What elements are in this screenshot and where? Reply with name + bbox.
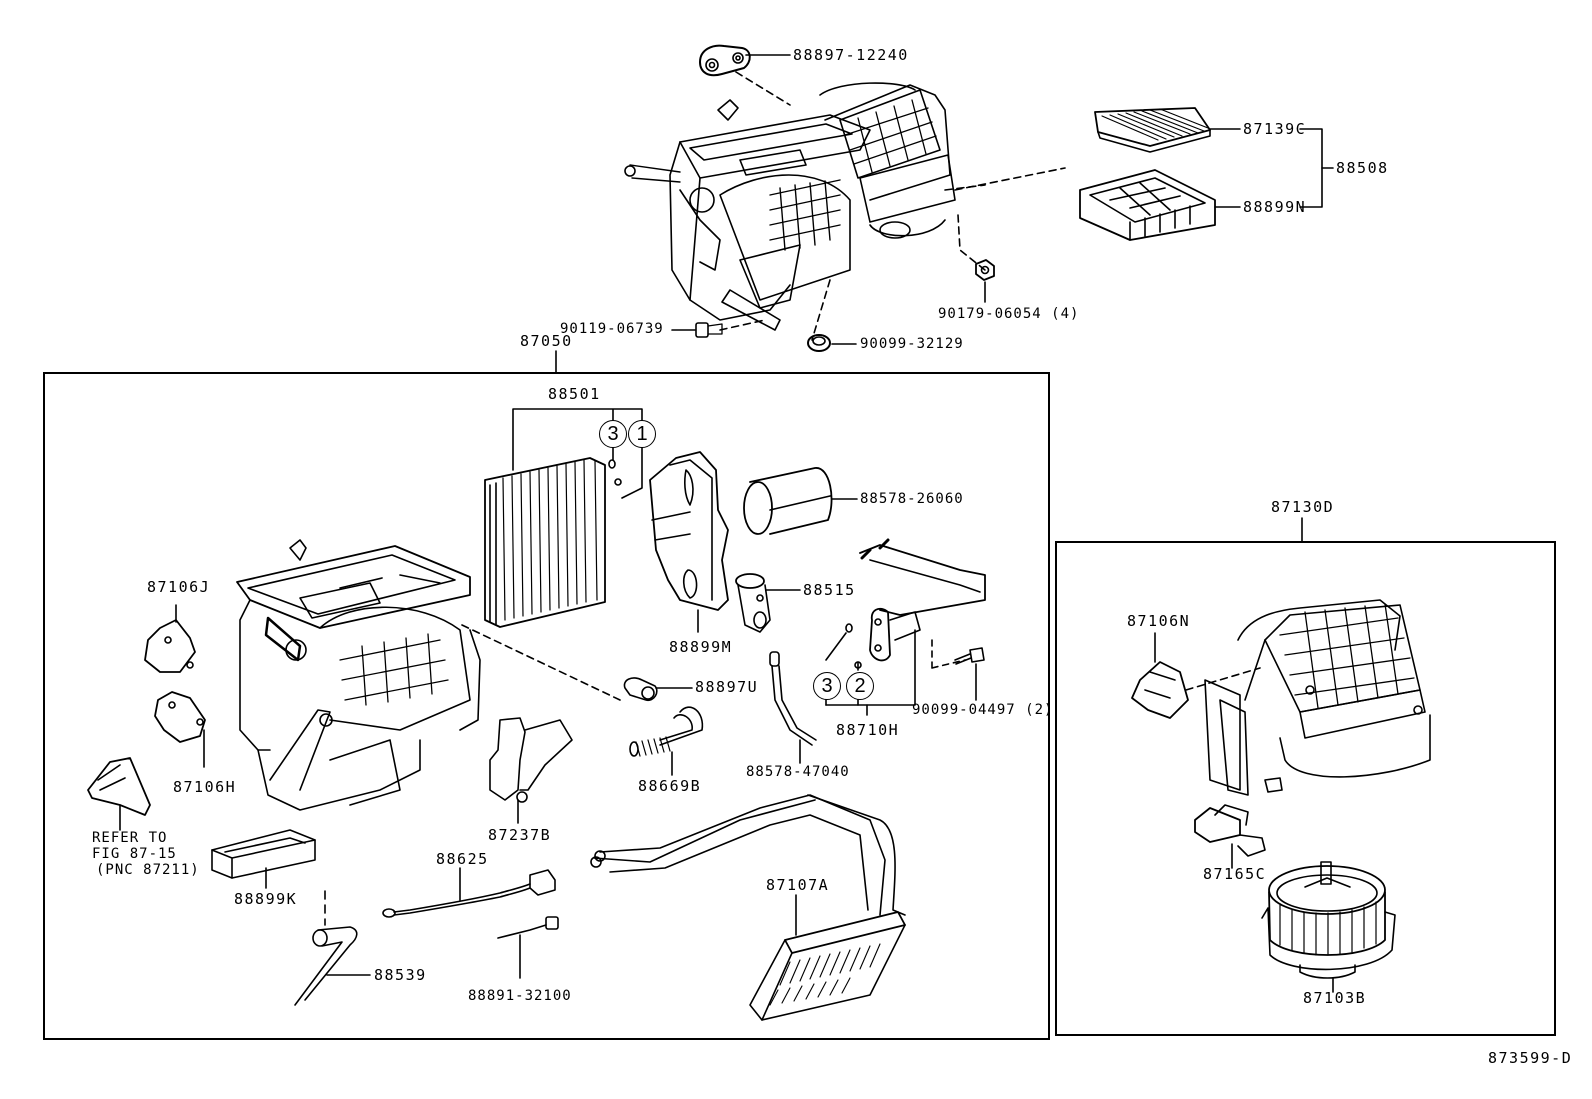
heater-core-87107a-part	[590, 794, 906, 1021]
sensor-88891-32100-part	[497, 916, 559, 939]
label-87165c: 87165C	[1203, 865, 1267, 883]
label-88710h: 88710H	[836, 721, 900, 739]
figure-code: 873599-D	[1488, 1049, 1573, 1067]
label-88625: 88625	[436, 850, 489, 868]
label-88508: 88508	[1336, 159, 1389, 177]
main-assembly-box-87050	[43, 372, 1050, 1040]
case-88899m-part	[649, 451, 729, 611]
label-87130d-assembly: 87130D	[1271, 498, 1335, 516]
label-pnc-87211: (PNC 87211)	[96, 862, 200, 878]
filter-87139c-part	[1094, 107, 1211, 153]
bracket-88508-line	[1299, 128, 1334, 208]
duct-88539-part	[294, 890, 358, 1006]
filter-88899k-part	[211, 829, 316, 879]
label-87106j: 87106J	[147, 578, 211, 596]
insulator-88578-26060-part	[743, 467, 833, 535]
label-88669b: 88669B	[638, 777, 702, 795]
blower-motor-87103b-part	[1261, 861, 1396, 979]
label-87237b: 87237B	[488, 826, 552, 844]
label-90099-04497: 90099-04497 (2)	[912, 702, 1054, 718]
top-hvac-unit-drawing	[624, 44, 1066, 352]
label-87139c: 87139C	[1243, 120, 1307, 138]
actuator-87106j-part	[144, 619, 196, 673]
actuator-87106h-part	[154, 691, 206, 743]
label-88578-26060: 88578-26060	[860, 491, 964, 507]
filter-case-88899n-part	[1079, 169, 1216, 241]
callout-3-evaporator: 3	[599, 420, 627, 448]
callout-3-pipe: 3	[813, 672, 841, 700]
clamp-88897u-part	[623, 677, 658, 702]
grommet-88897-12240-part	[699, 44, 751, 77]
label-88897u: 88897U	[695, 678, 759, 696]
sensor-88625-part	[382, 869, 556, 918]
label-90099-32129: 90099-32129	[860, 336, 964, 352]
label-refer-to: REFER TO	[92, 830, 168, 846]
bracket-87237b-part	[489, 717, 573, 803]
label-88501: 88501	[548, 385, 601, 403]
pipe-88710h-part	[825, 538, 986, 716]
label-88578-47040: 88578-47040	[746, 764, 850, 780]
label-90179-06054: 90179-06054 (4)	[938, 306, 1080, 322]
drain-hose-88669b-part	[629, 706, 704, 757]
resistor-87165c-part	[1194, 804, 1266, 857]
hvac-case-main-drawing	[236, 539, 481, 811]
label-88897-12240: 88897-12240	[793, 46, 909, 64]
callout-1-evaporator: 1	[628, 420, 656, 448]
bolt-90099-04497-part	[954, 647, 985, 665]
hose-88578-47040-part	[769, 651, 817, 746]
valve-88515-part	[735, 573, 771, 633]
label-87107a: 87107A	[766, 876, 830, 894]
label-88891-32100: 88891-32100	[468, 988, 572, 1004]
nut-90099-32129-part	[807, 334, 831, 352]
evaporator-88501-part	[484, 408, 643, 628]
label-88515: 88515	[803, 581, 856, 599]
nut-90179-06054-part	[975, 259, 995, 281]
label-88539: 88539	[374, 966, 427, 984]
label-87050-assembly: 87050	[520, 332, 573, 350]
label-87103b: 87103B	[1303, 989, 1367, 1007]
blower-case-drawing	[1204, 599, 1431, 796]
label-88899n: 88899N	[1243, 198, 1307, 216]
callout-2-pipe: 2	[846, 672, 874, 700]
label-87106h: 87106H	[173, 778, 237, 796]
actuator-87106n-part	[1131, 661, 1189, 719]
label-87106n: 87106N	[1127, 612, 1191, 630]
label-90119-06739: 90119-06739	[560, 321, 664, 337]
label-fig-87-15: FIG 87-15	[92, 846, 177, 862]
blower-assembly-box-87130d	[1055, 541, 1556, 1036]
label-88899m: 88899M	[669, 638, 733, 656]
bolt-90119-06739-part	[695, 322, 723, 338]
part-refer-fig-87-15	[87, 757, 151, 816]
label-88899k: 88899K	[234, 890, 298, 908]
